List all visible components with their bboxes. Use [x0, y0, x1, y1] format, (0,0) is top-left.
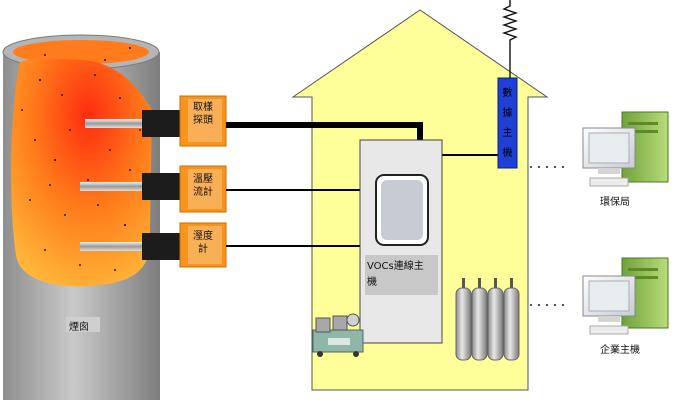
data-host-char: 據	[502, 108, 513, 119]
data-host-label: 數 據 主 機	[499, 84, 516, 164]
data-host-char: 機	[502, 148, 513, 159]
sensor-label-line: 取樣	[193, 102, 213, 113]
computer-epa	[582, 111, 669, 187]
probe-1	[85, 110, 180, 137]
gas-cylinders	[455, 278, 520, 361]
probe-2	[80, 173, 180, 200]
data-host-char: 數	[502, 88, 513, 99]
computer-enterprise	[582, 257, 669, 335]
analyzer-label-line: VOCs連線主	[367, 261, 424, 272]
computer-enterprise-label: 企業主機	[600, 345, 640, 356]
probe-mount	[142, 110, 180, 137]
chimney-opening	[13, 40, 149, 64]
probe-3	[80, 233, 180, 260]
antenna	[501, 0, 519, 78]
sensor-label-humidity: 溼度 計	[186, 230, 220, 256]
sensor-box-sampling-probe	[179, 95, 227, 147]
sensor-label-line: 溼度	[193, 231, 213, 242]
chimney-label-box	[66, 317, 100, 332]
flue-gas	[11, 58, 152, 287]
data-host-char: 主	[502, 128, 513, 139]
analyzer-label: VOCs連線主 機	[367, 259, 424, 291]
probe-rod	[80, 242, 145, 251]
connection-lines	[226, 122, 570, 306]
sensor-label-line: 探頭	[193, 115, 213, 126]
probe-mount	[142, 233, 180, 260]
voc-analyzer	[359, 139, 443, 344]
analyzer-label-box	[365, 255, 438, 295]
sensor-label-line: 溫壓	[193, 174, 213, 185]
sensor-label-line: 計	[198, 244, 208, 255]
probe-rod	[80, 182, 145, 191]
analyzer-window	[381, 180, 423, 240]
sensor-label-temp-pressure-flow: 溫壓 流計	[186, 173, 220, 199]
data-host-box	[497, 77, 518, 169]
sensor-label-line: 流計	[193, 187, 213, 198]
computer-epa-label: 環保局	[600, 197, 630, 208]
analyzer-label-line: 機	[367, 277, 377, 288]
chimney	[2, 34, 160, 400]
probe-mount	[142, 173, 180, 200]
chimney-label: 煙囪	[69, 322, 89, 333]
air-compressor	[312, 313, 364, 357]
probe-rod	[85, 119, 145, 128]
sensor-box-humidity	[179, 222, 227, 268]
sensor-label-sampling-probe: 取樣 探頭	[186, 101, 220, 127]
sampling-line	[226, 122, 423, 140]
particles	[21, 47, 141, 271]
